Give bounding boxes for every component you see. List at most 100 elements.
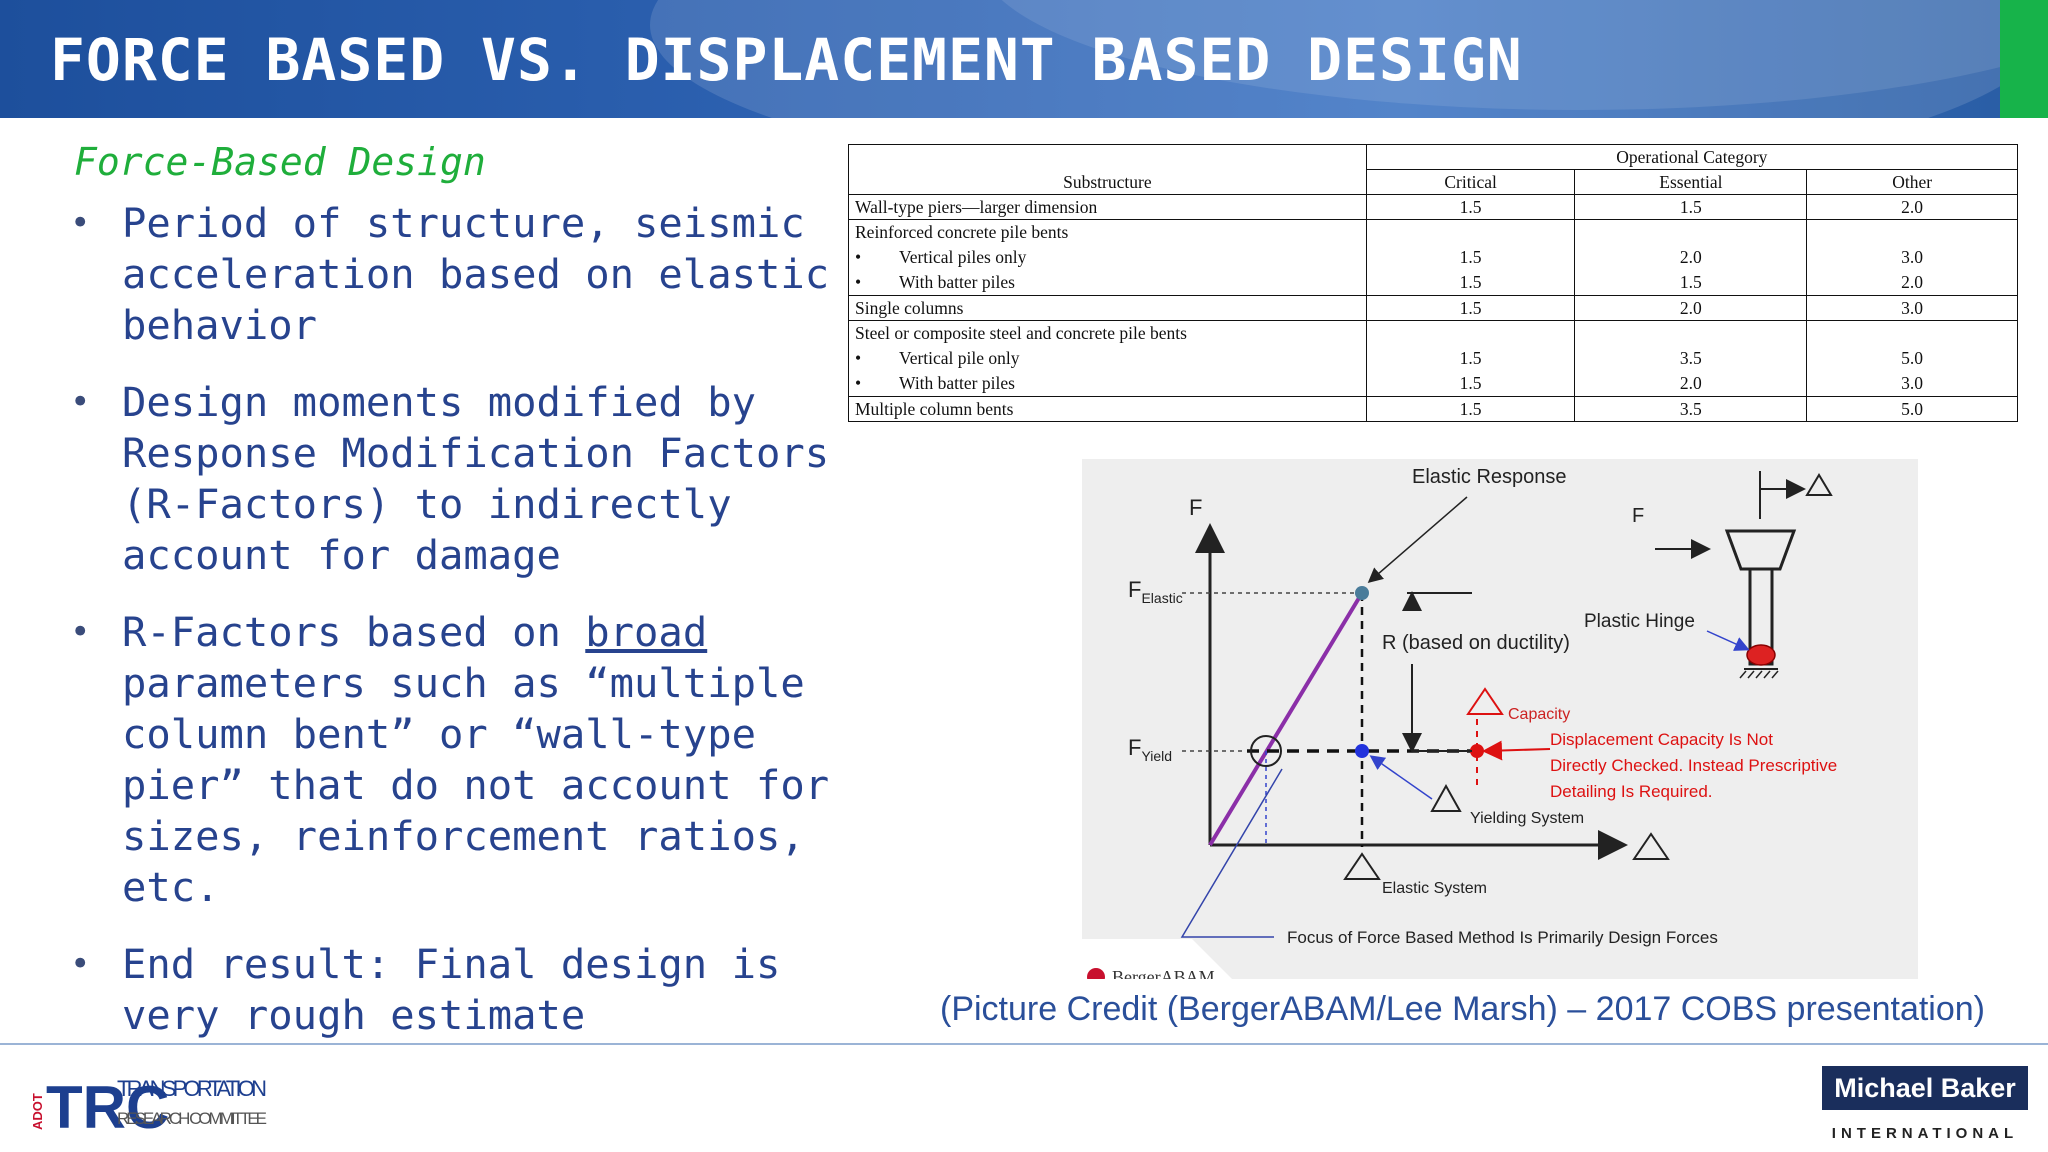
cell-essential: 3.5 (1574, 396, 1808, 422)
axis-f-label: F (1189, 495, 1202, 520)
bullet-dot-icon: • (70, 382, 91, 422)
pier-sketch (1724, 471, 1833, 679)
cell-value: 1.5 (1459, 348, 1482, 368)
pier-displacement-triangle-icon (1805, 473, 1833, 496)
cell-other: 2.0 (1806, 194, 2018, 220)
row-group-label: Reinforced concrete pile bents (855, 222, 1069, 242)
bergerabam-text: BergerABAM (1112, 967, 1215, 979)
force-displacement-diagram: F Elastic Response R (based on ductility… (1082, 459, 1918, 979)
capacity-triangle-icon (1466, 687, 1504, 715)
yield-point-circle (1250, 735, 1282, 767)
title-banner: FORCE BASED VS. DISPLACEMENT BASED DESIG… (0, 0, 2000, 118)
cell-critical: 1.5 (1365, 396, 1576, 422)
row-sub-item: •With batter piles (855, 373, 1015, 393)
row-group-label: Steel or composite steel and concrete pi… (855, 323, 1187, 343)
cell-value: 3.0 (1901, 247, 1924, 267)
bullet-text-post: parameters such as “multiple column bent… (122, 659, 830, 911)
slide-title: FORCE BASED VS. DISPLACEMENT BASED DESIG… (50, 26, 1523, 94)
f-yield-sub: Yield (1141, 748, 1172, 764)
header-substructure: Substructure (848, 144, 1367, 195)
bullet-text-pre: R-Factors based on (122, 608, 586, 656)
header-critical: Critical (1365, 169, 1576, 195)
yield-demand-point (1355, 744, 1369, 758)
trc-logo: ADOT TRC TRANSPORTATION RESEARCH COMMITT… (30, 1074, 267, 1136)
cell-other: 5.0 (1806, 396, 2018, 422)
row-sub-item: •Vertical pile only (855, 348, 1020, 368)
cell-value: 1.5 (1679, 272, 1702, 292)
pier-cap (1724, 529, 1797, 571)
trc-side-text: ADOT (30, 1093, 45, 1130)
cell-other: 3.0 (1806, 295, 2018, 321)
logo-tab (1082, 939, 1232, 979)
bullet-list: • Period of structure, seismic accelerati… (70, 198, 830, 1067)
cell-value: 1.5 (1459, 373, 1482, 393)
row-label: Reinforced concrete pile bents •Vertical… (848, 219, 1367, 296)
sub-label: Vertical pile only (899, 348, 1020, 368)
cell-value: 5.0 (1901, 348, 1924, 368)
r-factor-table: Substructure Operational Category Critic… (848, 144, 2019, 422)
f-yield-label: FYield (1128, 735, 1172, 764)
displacement-note-line-2: Directly Checked. Instead Prescriptive (1550, 756, 1837, 775)
f-elastic-main: F (1128, 577, 1141, 602)
cell-value: 1.5 (1459, 247, 1482, 267)
yielding-system-arrow (1369, 755, 1433, 800)
trc-line-1: TRANSPORTATION (117, 1076, 267, 1101)
plastic-hinge-icon (1746, 644, 1776, 666)
mb-logo-box (1822, 1066, 2028, 1110)
sub-label: Vertical piles only (899, 247, 1027, 267)
row-sub-item: •Vertical piles only (855, 247, 1027, 267)
bullet-dot-icon: • (70, 944, 91, 984)
x-axis-end-triangle-icon (1632, 832, 1670, 860)
capacity-label: Capacity (1508, 706, 1570, 723)
elastic-response-line (1208, 591, 1364, 847)
row-label: Single columns (848, 295, 1367, 321)
trc-line-2: RESEARCH COMMITTEE (117, 1109, 267, 1128)
table-row: Multiple column bents 1.5 3.5 5.0 (848, 396, 2018, 422)
cell-value: 1.5 (1459, 272, 1482, 292)
capacity-point (1470, 744, 1484, 758)
section-subheading: Force-Based Design (74, 140, 486, 184)
bullet-text: End result: Final design is very rough e… (122, 940, 781, 1039)
bullet-underlined-word: broad (585, 608, 708, 656)
focus-note: Focus of Force Based Method Is Primarily… (1287, 928, 1718, 947)
displacement-note-line-1: Displacement Capacity Is Not (1550, 730, 1773, 749)
row-label: Multiple column bents (848, 396, 1367, 422)
table-row: Wall-type piers—larger dimension 1.5 1.5… (848, 194, 2018, 220)
focus-pointer-line (1180, 768, 1283, 938)
mb-line-1: Michael Baker (1834, 1073, 2016, 1103)
elastic-response-label: Elastic Response (1412, 466, 1567, 488)
header-other: Other (1806, 169, 2018, 195)
bullet-item: • R-Factors based on broad parameters suc… (70, 607, 830, 913)
header-essential: Essential (1574, 169, 1808, 195)
pier-force-label: F (1632, 505, 1644, 527)
bullet-text: Period of structure, seismic acceleratio… (122, 199, 830, 349)
header-operational-category: Operational Category (1365, 144, 2019, 170)
elastic-system-label: Elastic System (1382, 880, 1487, 897)
row-label: Wall-type piers—larger dimension (848, 194, 1367, 220)
row-label: Steel or composite steel and concrete pi… (848, 320, 1367, 397)
cell-critical: 1.5 (1365, 295, 1576, 321)
cell-essential: 1.5 (1574, 194, 1808, 220)
michael-baker-logo: Michael Baker INTERNATIONAL (1822, 1066, 2028, 1142)
bullet-text: Design moments modified by Response Modi… (122, 378, 830, 579)
elastic-response-arrow (1367, 496, 1468, 583)
accent-bar (2000, 0, 2048, 118)
r-label: R (based on ductility) (1382, 632, 1570, 654)
displacement-note-arrow (1482, 740, 1551, 761)
table-row: Single columns 1.5 2.0 3.0 (848, 295, 2018, 321)
elastic-system-triangle-icon (1343, 852, 1381, 880)
displacement-note-line-3: Detailing Is Required. (1550, 782, 1713, 801)
table-row: Steel or composite steel and concrete pi… (848, 320, 2018, 397)
cell-value: 3.5 (1679, 348, 1702, 368)
bullet-dot-icon: • (70, 612, 91, 652)
bullet-dot-icon: • (70, 203, 91, 243)
cell-value: 2.0 (1901, 272, 1924, 292)
elastic-point (1355, 586, 1369, 600)
yielding-system-triangle-icon (1430, 783, 1462, 812)
f-yield-main: F (1128, 735, 1141, 760)
cell-essential: 2.0 (1574, 295, 1808, 321)
